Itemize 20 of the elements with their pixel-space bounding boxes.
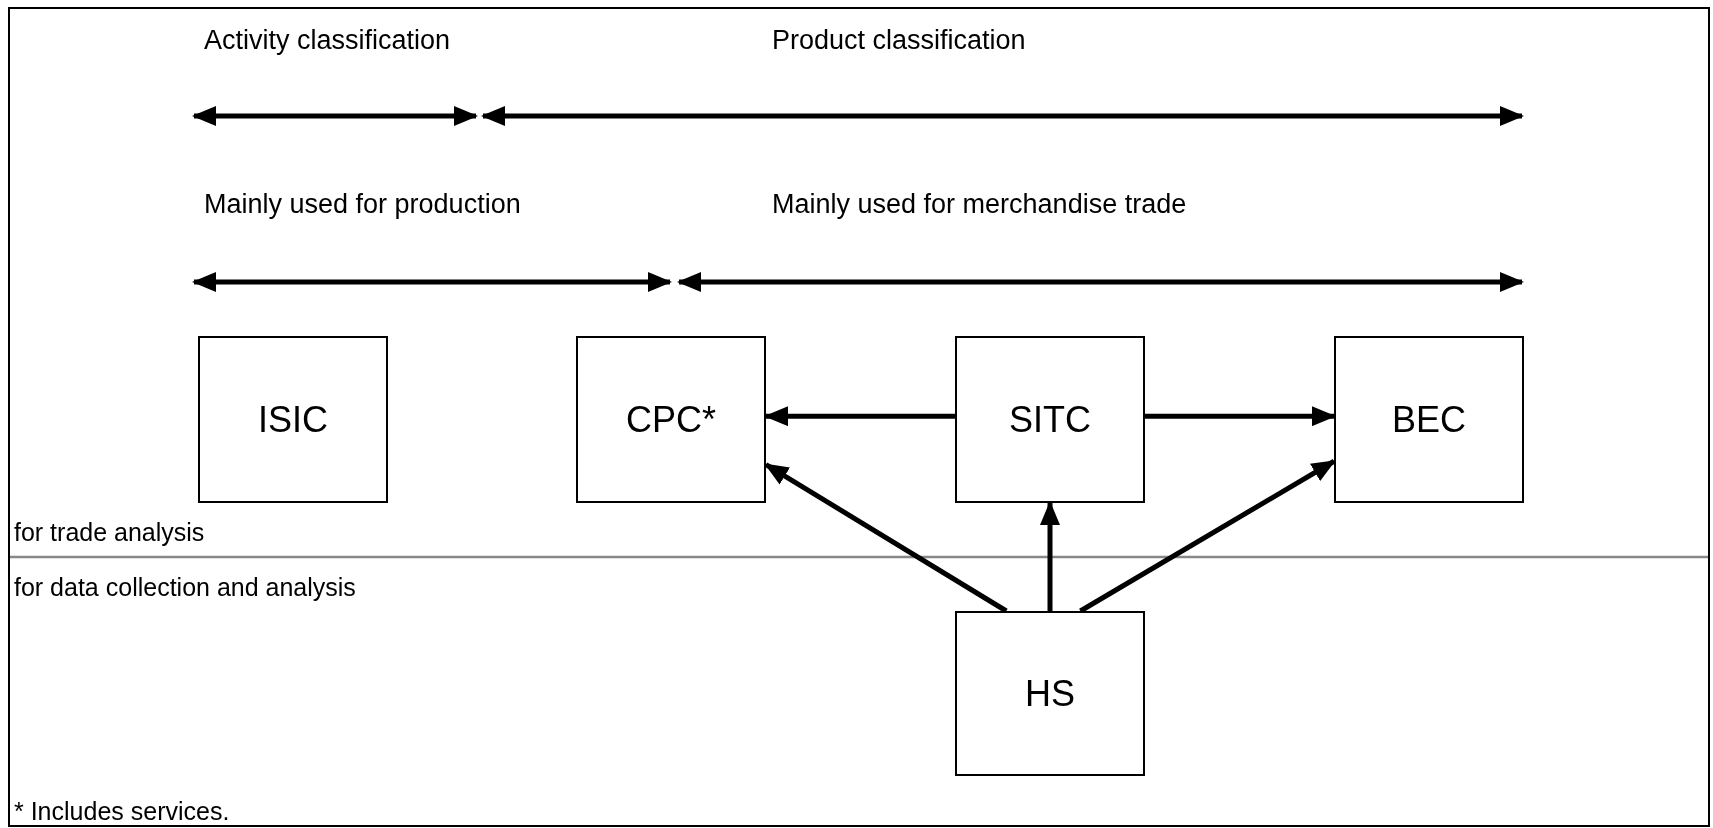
classification-box (198, 336, 388, 503)
box-label: HS (1025, 672, 1075, 715)
box-label: CPC* (626, 398, 716, 441)
box-label: ISIC (258, 398, 328, 441)
scope-heading: Activity classification (204, 26, 451, 56)
box-label: SITC (1009, 398, 1091, 441)
scope-heading: Mainly used for merchandise trade (772, 190, 1187, 220)
classification-box (1334, 336, 1524, 503)
region-label: for data collection and analysis (14, 574, 356, 602)
region-label: for trade analysis (14, 519, 205, 547)
arrow (1079, 459, 1336, 614)
scope-heading: Product classification (772, 26, 1026, 56)
arrow (1145, 406, 1336, 427)
footnote: * Includes services. (14, 798, 230, 826)
scope-heading: Mainly used for production (204, 190, 521, 220)
classification-box (576, 336, 766, 503)
arrow (1040, 501, 1060, 611)
classification-box (955, 336, 1145, 503)
box-label: BEC (1392, 398, 1466, 441)
classification-box (955, 611, 1145, 776)
